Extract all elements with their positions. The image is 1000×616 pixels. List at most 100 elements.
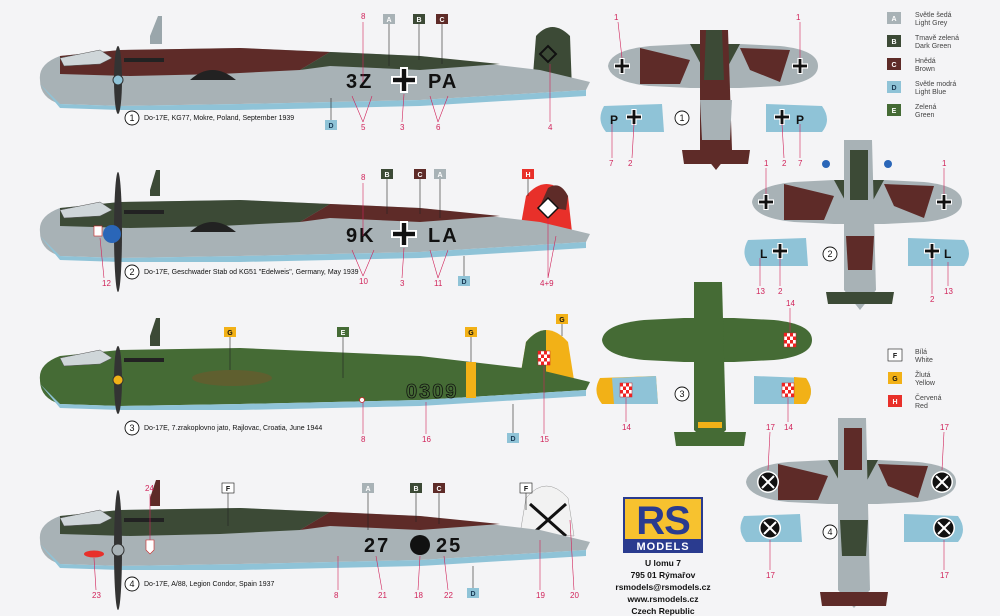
svg-text:14: 14 xyxy=(784,423,793,432)
svg-text:D: D xyxy=(461,279,466,286)
svg-text:4+9: 4+9 xyxy=(540,279,554,288)
svg-text:17: 17 xyxy=(940,571,949,580)
profile-3-caption: Do-17E, 7.zrakoplovno jato, Rajlovac, Cr… xyxy=(144,425,322,432)
svg-text:24: 24 xyxy=(145,484,154,493)
svg-text:11: 11 xyxy=(434,279,443,288)
svg-text:1: 1 xyxy=(614,13,619,22)
legend-a: A Světle šedá Light Grey xyxy=(887,12,952,27)
svg-text:F: F xyxy=(226,486,231,493)
address-block: U lomu 7 795 01 Rýmařov rsmodels@rsmodel… xyxy=(615,558,710,616)
svg-text:21: 21 xyxy=(378,591,387,600)
profile-chips: A B C D B C A H D G E G G D F A B xyxy=(221,14,568,598)
svg-text:3: 3 xyxy=(679,389,684,399)
profile-1: 3Z PA xyxy=(39,16,591,114)
svg-text:Červená: Červená xyxy=(915,393,942,402)
legend-e: E Zelená Green xyxy=(887,104,937,119)
svg-text:Brown: Brown xyxy=(915,66,935,73)
svg-text:Green: Green xyxy=(915,112,935,119)
svg-text:Hnědá: Hnědá xyxy=(915,58,936,65)
svg-text:D: D xyxy=(470,591,475,598)
profile-1-caption: Do-17E, KG77, Mokre, Poland, September 1… xyxy=(144,115,294,122)
plan-2-left-letter: L xyxy=(760,247,769,261)
svg-text:4: 4 xyxy=(548,123,553,132)
legend-h: H Červená Red xyxy=(888,393,942,410)
profile-3-fuselage xyxy=(39,348,591,406)
svg-text:E: E xyxy=(341,330,346,337)
plan-3-callouts: 14 14 14 3 xyxy=(622,299,795,432)
profile-3-code: 0309 xyxy=(406,381,459,403)
profile-captions: 1 Do-17E, KG77, Mokre, Poland, September… xyxy=(124,110,359,592)
svg-text:C: C xyxy=(417,172,422,179)
profile-1-fin-diamond xyxy=(538,44,558,64)
logo-rs: RS xyxy=(636,499,690,543)
plan-4-callouts: 17 17 17 17 4 xyxy=(766,423,949,580)
svg-text:2: 2 xyxy=(628,159,633,168)
plan-4-under-wings xyxy=(740,514,963,542)
svg-text:A: A xyxy=(891,16,896,23)
svg-text:D: D xyxy=(328,123,333,130)
svg-text:G: G xyxy=(227,330,233,337)
svg-text:G: G xyxy=(892,376,898,383)
svg-text:8: 8 xyxy=(361,173,366,182)
profile-4-black-disc xyxy=(410,535,430,555)
svg-text:3: 3 xyxy=(129,423,134,433)
svg-text:2: 2 xyxy=(930,295,935,304)
svg-text:1: 1 xyxy=(129,113,134,123)
address-web: www.rsmodels.cz xyxy=(626,594,698,604)
svg-text:Žlutá: Žlutá xyxy=(915,370,931,379)
profile-2: 9K LA xyxy=(39,170,591,292)
svg-text:2: 2 xyxy=(782,159,787,168)
svg-text:1: 1 xyxy=(679,113,684,123)
profile-1-code-right: PA xyxy=(428,71,458,93)
svg-text:A: A xyxy=(437,172,442,179)
svg-text:Světle šedá: Světle šedá xyxy=(915,12,952,19)
profile-2-caption: Do-17E, Geschwader Stab od KG51 "Edelwei… xyxy=(144,269,359,276)
svg-text:15: 15 xyxy=(540,435,549,444)
svg-text:8: 8 xyxy=(361,435,366,444)
svg-text:2: 2 xyxy=(778,287,783,296)
profile-4-fin xyxy=(519,485,575,537)
svg-text:D: D xyxy=(891,85,896,92)
address-city: 795 01 Rýmařov xyxy=(631,570,696,580)
plan-1-callouts: 1 1 7 2 2 7 1 xyxy=(609,13,803,168)
svg-text:19: 19 xyxy=(536,591,545,600)
svg-text:23: 23 xyxy=(92,591,101,600)
profile-4-code-left: 27 xyxy=(364,535,390,557)
legend-g: G Žlutá Yellow xyxy=(888,370,936,387)
svg-text:Světle modrá: Světle modrá xyxy=(915,81,956,88)
svg-text:F: F xyxy=(893,353,898,360)
profile-callouts: 8 5 3 6 4 8 12 10 3 11 4+9 8 16 15 24 23 xyxy=(92,12,579,600)
plan-4-top xyxy=(746,418,956,608)
svg-text:C: C xyxy=(436,486,441,493)
svg-text:6: 6 xyxy=(436,123,441,132)
svg-text:12: 12 xyxy=(102,279,111,288)
svg-text:13: 13 xyxy=(756,287,765,296)
address-street: U lomu 7 xyxy=(645,558,681,568)
plan-2-callouts: 1 1 13 2 2 13 2 xyxy=(756,159,953,304)
plan-3-under-wings xyxy=(596,376,811,404)
svg-text:D: D xyxy=(510,436,515,443)
svg-text:1: 1 xyxy=(942,159,947,168)
plan-1-top xyxy=(608,30,818,170)
svg-text:Light Grey: Light Grey xyxy=(915,20,948,27)
svg-text:B: B xyxy=(891,39,896,46)
svg-text:16: 16 xyxy=(422,435,431,444)
legend-d: D Světle modrá Light Blue xyxy=(887,81,956,96)
svg-text:1: 1 xyxy=(796,13,801,22)
legend-b: B Tmavě zelená Dark Green xyxy=(887,35,959,50)
profile-1-code-left: 3Z xyxy=(346,71,373,93)
svg-text:B: B xyxy=(413,486,418,493)
svg-text:E: E xyxy=(892,108,897,115)
svg-text:17: 17 xyxy=(766,423,775,432)
svg-text:14: 14 xyxy=(622,423,631,432)
svg-text:H: H xyxy=(892,399,897,406)
svg-text:13: 13 xyxy=(944,287,953,296)
legend-c: C Hnědá Brown xyxy=(887,58,936,73)
svg-text:3: 3 xyxy=(400,279,405,288)
svg-text:3: 3 xyxy=(400,123,405,132)
svg-text:Tmavě zelená: Tmavě zelená xyxy=(915,35,959,42)
svg-text:4: 4 xyxy=(827,527,832,537)
svg-text:C: C xyxy=(891,62,896,69)
svg-text:Yellow: Yellow xyxy=(915,380,936,387)
profile-2-code-right: LA xyxy=(428,225,459,247)
